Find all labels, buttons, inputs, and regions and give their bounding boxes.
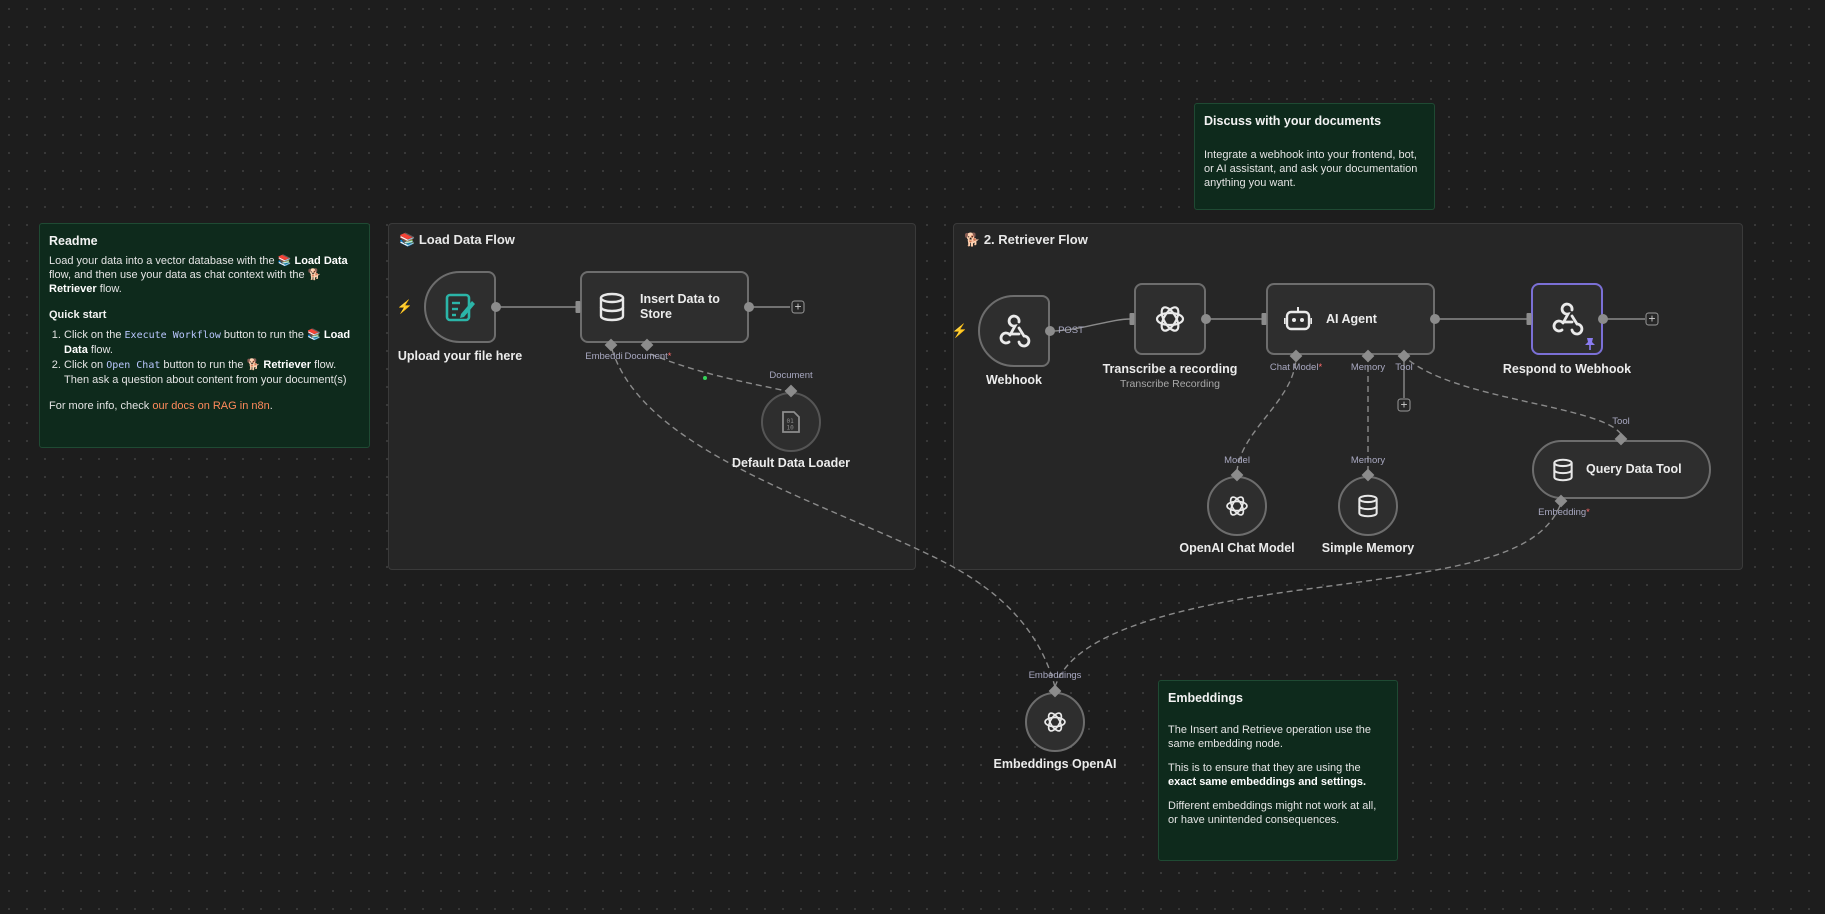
openai-icon	[1044, 712, 1066, 732]
insert-output-port[interactable]	[744, 302, 754, 312]
more-info: For more info, check our docs on RAG in …	[49, 400, 273, 412]
transcribe-node[interactable]	[1134, 283, 1206, 355]
openai-icon	[1226, 496, 1248, 516]
trigger-bolt-icon: ⚡	[951, 323, 969, 338]
embeddings-openai-label: Embeddings OpenAI	[993, 757, 1117, 771]
add-node-button[interactable]: +	[791, 300, 805, 314]
embeddings-note-p3: Different embeddings might not work at a…	[1168, 800, 1377, 826]
embeddings-note[interactable]: Embeddings The Insert and Retrieve opera…	[1158, 680, 1398, 861]
default-data-loader-label: Default Data Loader	[731, 456, 851, 470]
agent-input-port[interactable]	[1261, 313, 1267, 325]
openai-chat-model-label: OpenAI Chat Model	[1179, 541, 1295, 555]
agent-tool-label: Tool	[1395, 362, 1413, 373]
transcribe-sublabel: Transcribe Recording	[1120, 378, 1220, 390]
pin-icon	[1585, 338, 1595, 350]
dog-emoji: 🐕	[964, 232, 981, 247]
respond-input-port[interactable]	[1526, 313, 1532, 325]
embeddings-note-p2: This is to ensure that they are using th…	[1168, 762, 1367, 788]
embeddings-openai-node[interactable]	[1025, 692, 1085, 752]
transcribe-output-port[interactable]	[1201, 314, 1211, 324]
default-data-loader-node[interactable]: 01 10	[761, 392, 821, 452]
insert-input-port[interactable]	[575, 301, 581, 313]
database-icon	[599, 292, 625, 322]
add-tool-button[interactable]: +	[1397, 398, 1411, 412]
status-dot	[703, 376, 707, 380]
ai-agent-label: AI Agent	[1326, 311, 1377, 326]
upload-output-port[interactable]	[491, 302, 501, 312]
query-data-tool-label: Query Data Tool	[1586, 462, 1682, 476]
load-data-flow-title: 📚 Load Data Flow	[399, 232, 515, 247]
transcribe-input-port[interactable]	[1129, 313, 1135, 325]
quick-start-list: Click on the Execute Workflow button to …	[49, 328, 360, 387]
memory-port-label: Memory	[1350, 455, 1386, 466]
webhook-method-label: POST	[1058, 325, 1084, 336]
insert-document-port-label: Document*	[624, 351, 672, 362]
simple-memory-label: Simple Memory	[1321, 541, 1415, 555]
webhook-output-port[interactable]	[1045, 326, 1055, 336]
embeddings-note-title: Embeddings	[1168, 691, 1244, 705]
insert-data-node[interactable]: Insert Data to Store	[580, 271, 749, 343]
upload-file-label: Upload your file here	[397, 349, 523, 363]
discuss-note-title: Discuss with your documents	[1204, 114, 1382, 128]
agent-memory-label: Memory	[1350, 362, 1386, 373]
webhook-label: Webhook	[985, 373, 1043, 387]
quick-start-title: Quick start	[49, 309, 107, 321]
form-edit-icon	[445, 293, 475, 322]
binary-file-icon: 01 10	[782, 411, 800, 433]
insert-data-label: Insert Data to Store	[640, 292, 720, 321]
query-data-tool-node[interactable]: Query Data Tool	[1532, 440, 1711, 499]
openai-chat-model-node[interactable]	[1207, 476, 1267, 536]
database-icon	[1358, 494, 1378, 518]
chat-model-port-label: Model	[1224, 455, 1250, 466]
embeddings-port-label: Embeddings	[1028, 670, 1082, 681]
respond-output-port[interactable]	[1598, 314, 1608, 324]
insert-embedding-port-label: Embeddi	[585, 351, 623, 362]
list-item: Click on the Execute Workflow button to …	[64, 328, 360, 357]
discuss-note-body: Integrate a webhook into your frontend, …	[1204, 149, 1418, 189]
openai-icon	[1155, 306, 1185, 332]
readme-note[interactable]: Readme Load your data into a vector data…	[39, 223, 370, 448]
discuss-note[interactable]: Discuss with your documents Integrate a …	[1194, 103, 1435, 210]
trigger-bolt-icon: ⚡	[396, 299, 414, 314]
svg-text:10: 10	[787, 425, 795, 432]
list-item: Click on Open Chat button to run the 🐕 R…	[64, 358, 360, 387]
upload-file-node[interactable]	[424, 271, 496, 343]
rag-docs-link[interactable]: our docs on RAG in n8n	[152, 400, 270, 412]
readme-title: Readme	[49, 234, 98, 248]
query-tool-port-label: Tool	[1612, 416, 1630, 427]
respond-to-webhook-label: Respond to Webhook	[1502, 362, 1632, 376]
loader-port-label: Document	[769, 370, 813, 381]
webhook-icon	[1552, 302, 1584, 336]
agent-chat-model-label: Chat Model*	[1269, 362, 1323, 373]
database-icon	[1553, 458, 1573, 481]
webhook-icon	[999, 314, 1031, 348]
webhook-node[interactable]	[978, 295, 1050, 367]
retriever-flow-title: 🐕 2. Retriever Flow	[964, 232, 1088, 247]
embeddings-note-p1: The Insert and Retrieve operation use th…	[1168, 724, 1372, 750]
add-node-button[interactable]: +	[1645, 312, 1659, 326]
readme-intro: Load your data into a vector database wi…	[49, 255, 348, 295]
ai-agent-node[interactable]: AI Agent	[1266, 283, 1435, 355]
query-embedding-port-label: Embedding*	[1538, 507, 1590, 518]
simple-memory-node[interactable]	[1338, 476, 1398, 536]
books-emoji: 📚	[399, 232, 416, 247]
robot-icon	[1284, 307, 1312, 331]
transcribe-label: Transcribe a recording	[1102, 362, 1238, 376]
agent-output-port[interactable]	[1430, 314, 1440, 324]
